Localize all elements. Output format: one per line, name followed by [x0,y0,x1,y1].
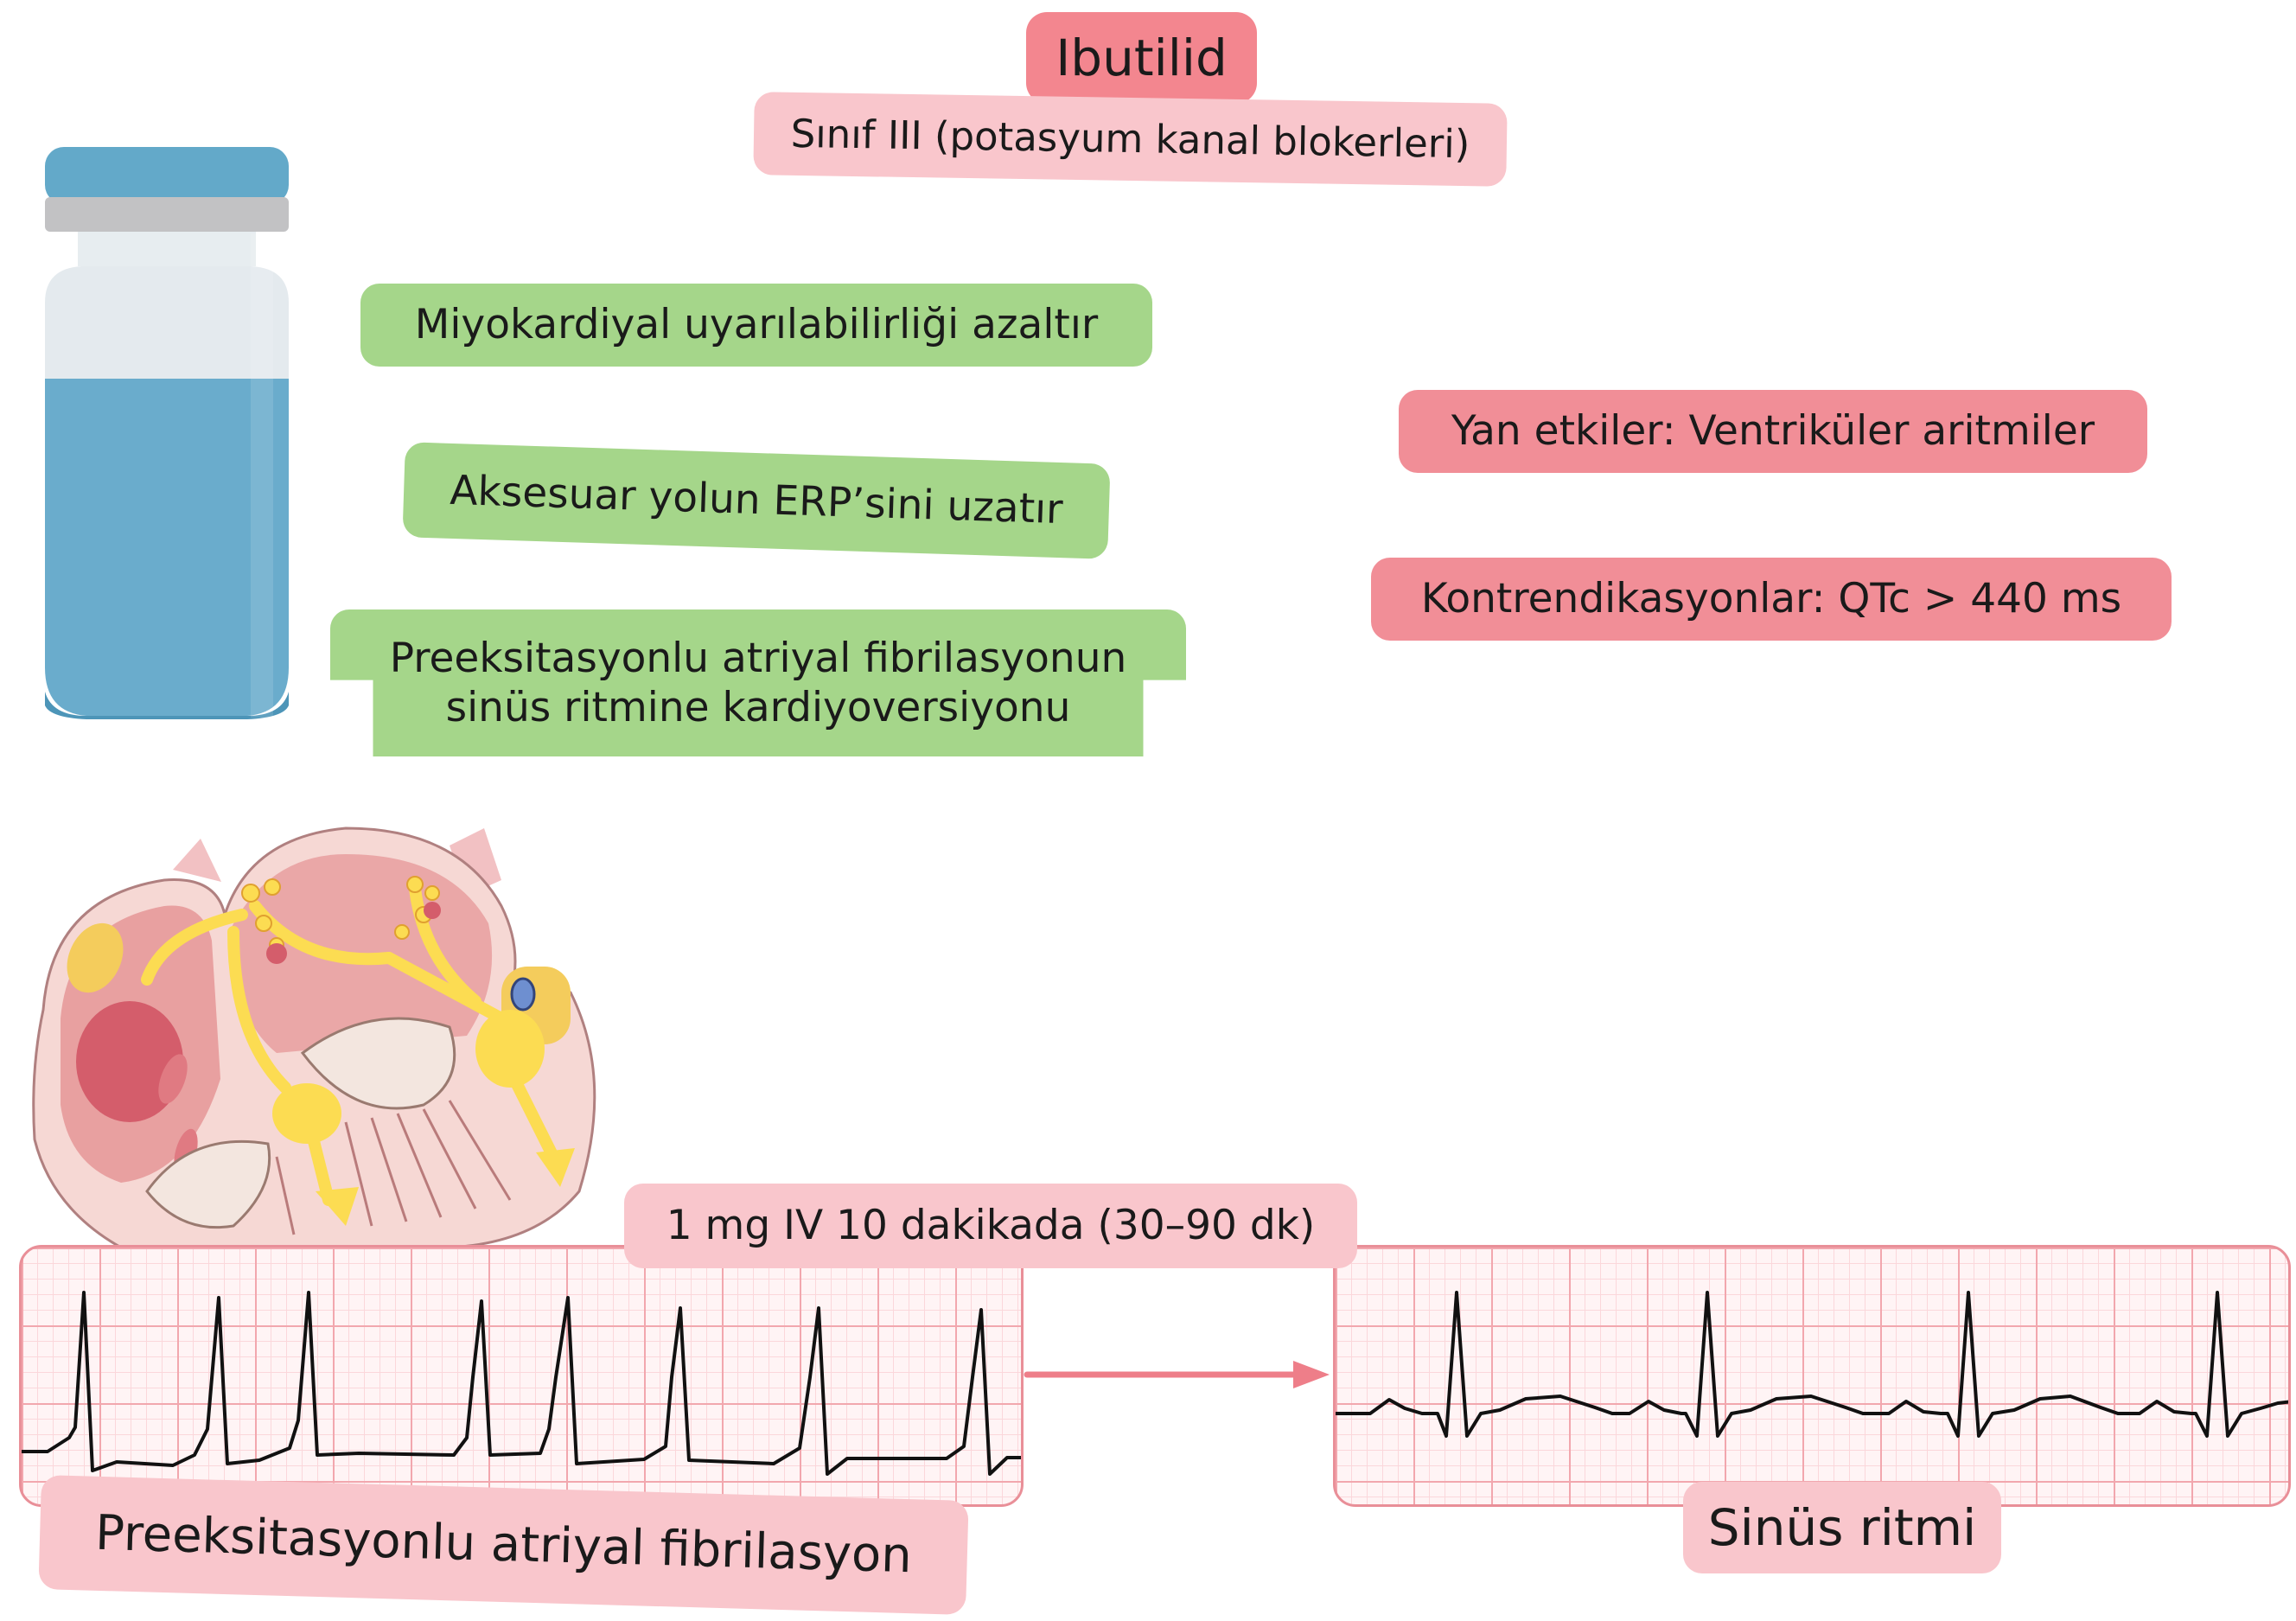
ecg-after-label: Sinüs ritmi [1683,1482,2001,1573]
drug-class-label: Sınıf III (potasyum kanal blokerleri) [753,92,1508,187]
effect-cardioversion-line1: Preeksitasyonlu atriyal fibrilasyonun [389,634,1127,682]
side-effects-label: Yan etkiler: Ventriküler aritmiler [1399,390,2147,473]
contraindications-label: Kontrendikasyonlar: QTc > 440 ms [1371,558,2172,641]
ecg-strip-afib [19,1245,1024,1507]
ecg-strip-sinus [1333,1245,2291,1507]
vial-icon [45,147,289,719]
effect-cardioversion: Preeksitasyonlu atriyal fibrilasyonun si… [330,609,1186,756]
arrow-right-icon [1024,1361,1330,1388]
effect-excitability: Miyokardiyal uyarılabilirliği azaltır [360,284,1152,367]
effect-erp: Aksesuar yolun ERP’sini uzatır [402,442,1111,559]
ecg-trace-afib [22,1291,1021,1476]
ecg-trace-sinus [1336,1291,2288,1438]
dose-label: 1 mg IV 10 dakikada (30–90 dk) [624,1184,1357,1268]
heart-conduction-icon [32,826,596,1249]
page-title: Ibutilid [1026,12,1257,104]
effect-cardioversion-line2: sinüs ritmine kardiyoversiyonu [445,684,1071,731]
